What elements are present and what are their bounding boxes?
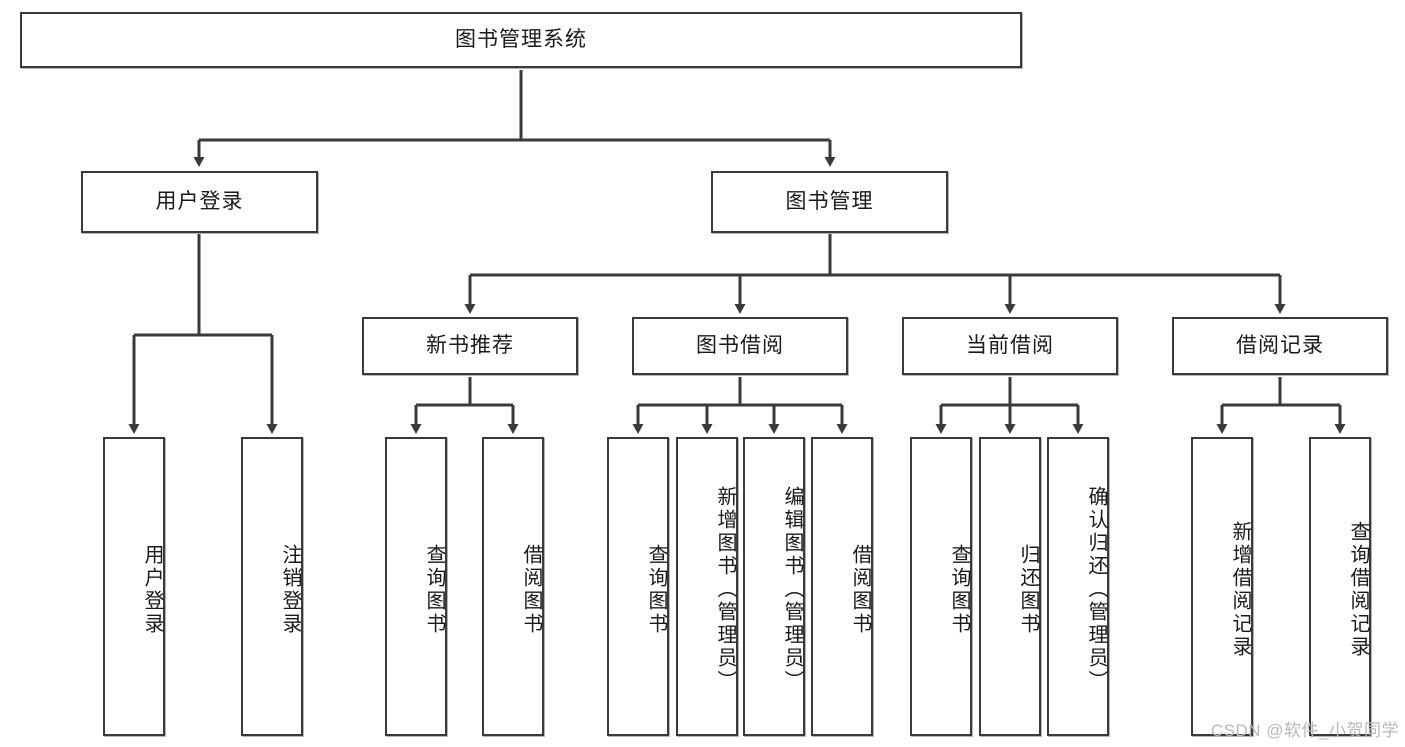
node-new-book-recommend[interactable]: 新书推荐: [362, 317, 578, 375]
node-label: 编辑图书（管理员）: [781, 486, 803, 693]
node-label: 确认归还（管理员）: [1085, 486, 1107, 693]
node-label: 当前借阅: [966, 333, 1054, 357]
node-label: 用户登录: [141, 543, 163, 636]
leaf-user-login[interactable]: 用户登录: [103, 437, 165, 736]
leaf-query-book-recommend[interactable]: 查询图书: [385, 437, 447, 736]
leaf-edit-book-admin[interactable]: 编辑图书（管理员）: [743, 437, 805, 736]
watermark-text: CSDN @软件_小贺同学: [1210, 721, 1399, 740]
node-label: 借阅图书: [849, 543, 871, 636]
leaf-add-book-admin[interactable]: 新增图书（管理员）: [676, 437, 738, 736]
leaf-add-borrow-record[interactable]: 新增借阅记录: [1191, 437, 1253, 736]
leaf-borrow-book[interactable]: 借阅图书: [811, 437, 873, 736]
node-label: 借阅记录: [1236, 333, 1324, 357]
node-label: 查询借阅记录: [1347, 520, 1369, 659]
leaf-query-book-current[interactable]: 查询图书: [910, 437, 972, 736]
leaf-query-book-borrow[interactable]: 查询图书: [607, 437, 669, 736]
leaf-user-logout[interactable]: 注销登录: [241, 437, 303, 736]
leaf-confirm-return-admin[interactable]: 确认归还（管理员）: [1047, 437, 1109, 736]
node-borrow-records[interactable]: 借阅记录: [1172, 317, 1388, 375]
leaf-query-borrow-record[interactable]: 查询借阅记录: [1309, 437, 1371, 736]
node-label: 图书借阅: [696, 333, 784, 357]
node-label: 注销登录: [279, 543, 301, 636]
node-label: 新增借阅记录: [1229, 520, 1251, 659]
node-label: 图书管理系统: [455, 27, 587, 51]
node-label: 查询图书: [645, 543, 667, 636]
node-user-login[interactable]: 用户登录: [81, 171, 318, 233]
node-label: 图书管理: [785, 189, 874, 213]
node-label: 归还图书: [1017, 543, 1039, 636]
node-current-borrow[interactable]: 当前借阅: [902, 317, 1118, 375]
node-label: 借阅图书: [520, 543, 542, 636]
node-label: 新增图书（管理员）: [714, 486, 736, 693]
leaf-borrow-book-recommend[interactable]: 借阅图书: [482, 437, 544, 736]
leaf-return-book[interactable]: 归还图书: [979, 437, 1041, 736]
node-book-management[interactable]: 图书管理: [711, 171, 948, 233]
node-label: 新书推荐: [426, 333, 514, 357]
node-label: 查询图书: [423, 543, 445, 636]
node-label: 查询图书: [948, 543, 970, 636]
node-label: 用户登录: [155, 189, 244, 213]
node-book-borrow[interactable]: 图书借阅: [632, 317, 848, 375]
node-root-system[interactable]: 图书管理系统: [20, 12, 1022, 68]
